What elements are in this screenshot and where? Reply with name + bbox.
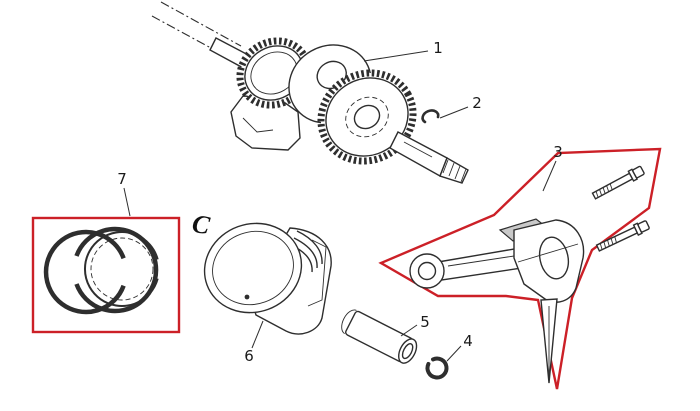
oil-ring: [84, 231, 159, 307]
rod-bolt-2: [595, 220, 650, 252]
piston-crown: [203, 222, 303, 314]
piston-ring-set: [43, 226, 159, 315]
piston-ring-highlight-box[interactable]: [31, 216, 181, 334]
callout-2-label[interactable]: 2: [472, 94, 482, 112]
callout-6: 6: [244, 320, 264, 365]
callout-1: 1: [363, 39, 443, 62]
rod-bolt-1: [591, 165, 645, 200]
piston: [203, 222, 332, 335]
rod-big-end-bore: [538, 236, 570, 280]
piston-pin: [341, 309, 418, 364]
callout-2: 2: [439, 94, 482, 119]
crank-output-shaft: [389, 131, 448, 178]
callout-7: 7: [117, 170, 131, 217]
connecting-rod-highlight[interactable]: [378, 147, 662, 390]
callout-6-label[interactable]: 6: [244, 347, 254, 365]
woodruff-key: [421, 109, 440, 124]
drive-gear-large: [317, 69, 417, 165]
callouts: 1 2 3 4 5 6 7: [117, 39, 563, 365]
callout-4-label[interactable]: 4: [463, 332, 473, 350]
callout-4: 4: [446, 332, 473, 362]
callout-3: 3: [542, 143, 563, 192]
crankshaft-assembly: [151, 1, 469, 184]
callout-7-label[interactable]: 7: [117, 170, 127, 188]
piston-pin-retaining-clip: [425, 356, 449, 380]
callout-5-label[interactable]: 5: [420, 313, 430, 331]
callout-1-label[interactable]: 1: [433, 39, 443, 57]
retaining-ring-symbol: C: [190, 209, 212, 240]
crank-threaded-tip: [439, 156, 469, 184]
callout-3-label[interactable]: 3: [553, 143, 563, 161]
oil-ring-rail: [90, 237, 154, 301]
rod-beam: [437, 248, 523, 281]
compression-ring-2: [74, 226, 159, 314]
connecting-rod-assembly: [409, 165, 650, 384]
callout-5: 5: [400, 313, 430, 337]
thread-hatch: [442, 159, 467, 183]
